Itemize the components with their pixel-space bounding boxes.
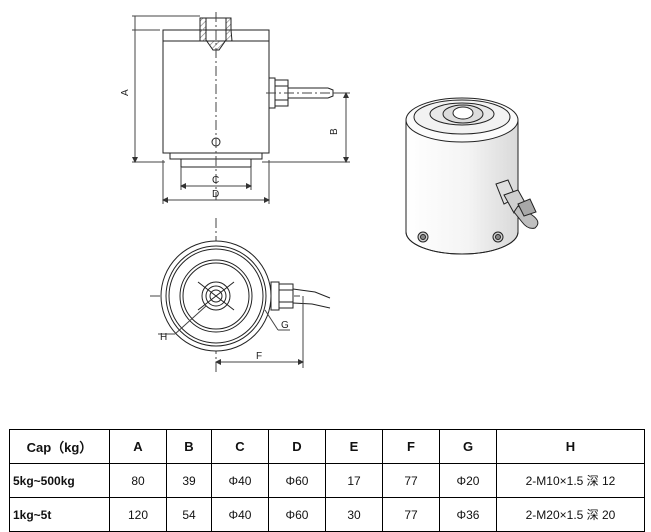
cell-a: 80 <box>109 463 167 498</box>
cell-e: 17 <box>325 463 383 498</box>
dim-label-h: H <box>160 332 167 343</box>
cell-h: 2-M10×1.5 深 12 <box>496 463 645 498</box>
header-cap: Cap（kg） <box>9 429 110 464</box>
header-h: H <box>496 429 645 464</box>
spec-table: Cap（kg） A B C D E F G H 5kg~500kg 80 39 … <box>9 429 645 532</box>
cell-g: Φ20 <box>439 463 497 498</box>
table-header-row: Cap（kg） A B C D E F G H <box>9 429 645 464</box>
dim-label-a: A <box>120 89 131 96</box>
cell-c: Φ40 <box>211 463 269 498</box>
dim-label-b: B <box>329 128 340 135</box>
cell-f: 77 <box>382 497 440 532</box>
cell-g: Φ36 <box>439 497 497 532</box>
header-c: C <box>211 429 269 464</box>
cell-a: 120 <box>109 497 167 532</box>
header-g: G <box>439 429 497 464</box>
cell-h: 2-M20×1.5 深 20 <box>496 497 645 532</box>
dim-label-d: D <box>212 189 219 200</box>
load-cell-drawing: A B C D F G H <box>120 12 539 372</box>
cell-cap: 5kg~500kg <box>9 463 110 498</box>
cell-f: 77 <box>382 463 440 498</box>
dim-label-f: F <box>256 351 262 362</box>
cell-e: 30 <box>325 497 383 532</box>
header-d: D <box>268 429 326 464</box>
cell-b: 39 <box>166 463 212 498</box>
header-e: E <box>325 429 383 464</box>
table-row: 5kg~500kg 80 39 Φ40 Φ60 17 77 Φ20 2-M10×… <box>9 463 645 498</box>
isometric-view <box>405 97 539 255</box>
cell-c: Φ40 <box>211 497 269 532</box>
header-b: B <box>166 429 212 464</box>
cell-b: 54 <box>166 497 212 532</box>
dim-label-g: G <box>281 320 289 331</box>
cell-cap: 1kg~5t <box>9 497 110 532</box>
cell-d: Φ60 <box>268 463 326 498</box>
cell-d: Φ60 <box>268 497 326 532</box>
header-f: F <box>382 429 440 464</box>
front-view <box>132 12 350 204</box>
dim-label-c: C <box>212 175 219 186</box>
top-view <box>150 218 331 372</box>
table-row: 1kg~5t 120 54 Φ40 Φ60 30 77 Φ36 2-M20×1.… <box>9 497 645 532</box>
header-a: A <box>109 429 167 464</box>
